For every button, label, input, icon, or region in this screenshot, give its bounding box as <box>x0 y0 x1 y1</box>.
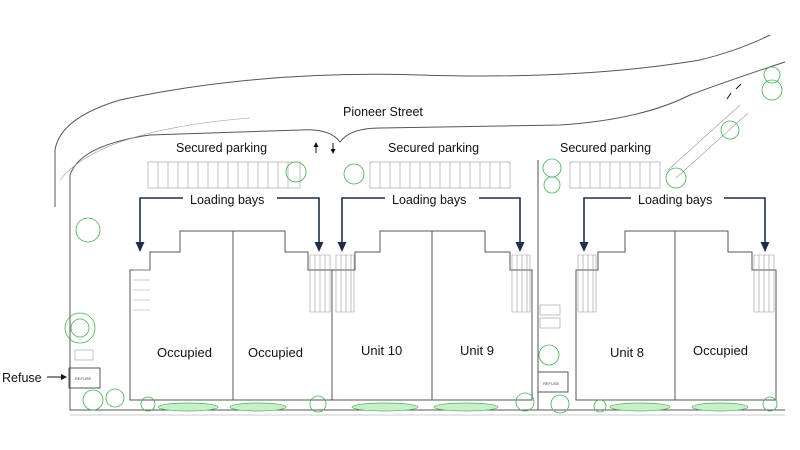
loading-label-2: Loading bays <box>392 193 466 207</box>
parking-label-2: Secured parking <box>388 141 479 155</box>
loading-arrows-1 <box>135 197 324 252</box>
building-block-b <box>331 230 533 401</box>
loading-label-3: Loading bays <box>638 193 712 207</box>
parking-stalls-1 <box>147 161 301 189</box>
entry-exit-arrows-left <box>313 142 336 154</box>
hedges <box>157 402 749 412</box>
loading-arrows-3 <box>579 197 770 252</box>
entry-exit-arrows-right <box>726 83 742 100</box>
building-block-a <box>129 230 333 401</box>
trees <box>64 66 783 414</box>
unit-label-4: Unit 9 <box>460 343 494 358</box>
unit-label-5: Unit 8 <box>610 345 644 360</box>
parking-stalls-2 <box>369 161 511 189</box>
unit-label-2: Occupied <box>248 345 303 360</box>
loading-label-1: Loading bays <box>190 193 264 207</box>
refuse-enclosure-1: REFUSE <box>68 349 101 389</box>
site-boundary <box>69 160 785 416</box>
building-block-c <box>575 230 777 401</box>
street-name: Pioneer Street <box>343 105 423 119</box>
unit-label-3: Unit 10 <box>361 343 402 358</box>
loading-arrows-2 <box>337 197 525 252</box>
unit-label-6: Occupied <box>693 343 748 358</box>
parking-label-3: Secured parking <box>560 141 651 155</box>
street <box>54 34 786 220</box>
refuse-bin-label-2: REFUSE <box>543 381 560 386</box>
refuse-bin-label-1: REFUSE <box>75 376 92 381</box>
parking-label-1: Secured parking <box>176 141 267 155</box>
refuse-callout: Refuse <box>2 371 42 385</box>
refuse-enclosure-2: REFUSE <box>537 304 569 393</box>
refuse-arrow <box>47 374 67 380</box>
unit-label-1: Occupied <box>157 345 212 360</box>
